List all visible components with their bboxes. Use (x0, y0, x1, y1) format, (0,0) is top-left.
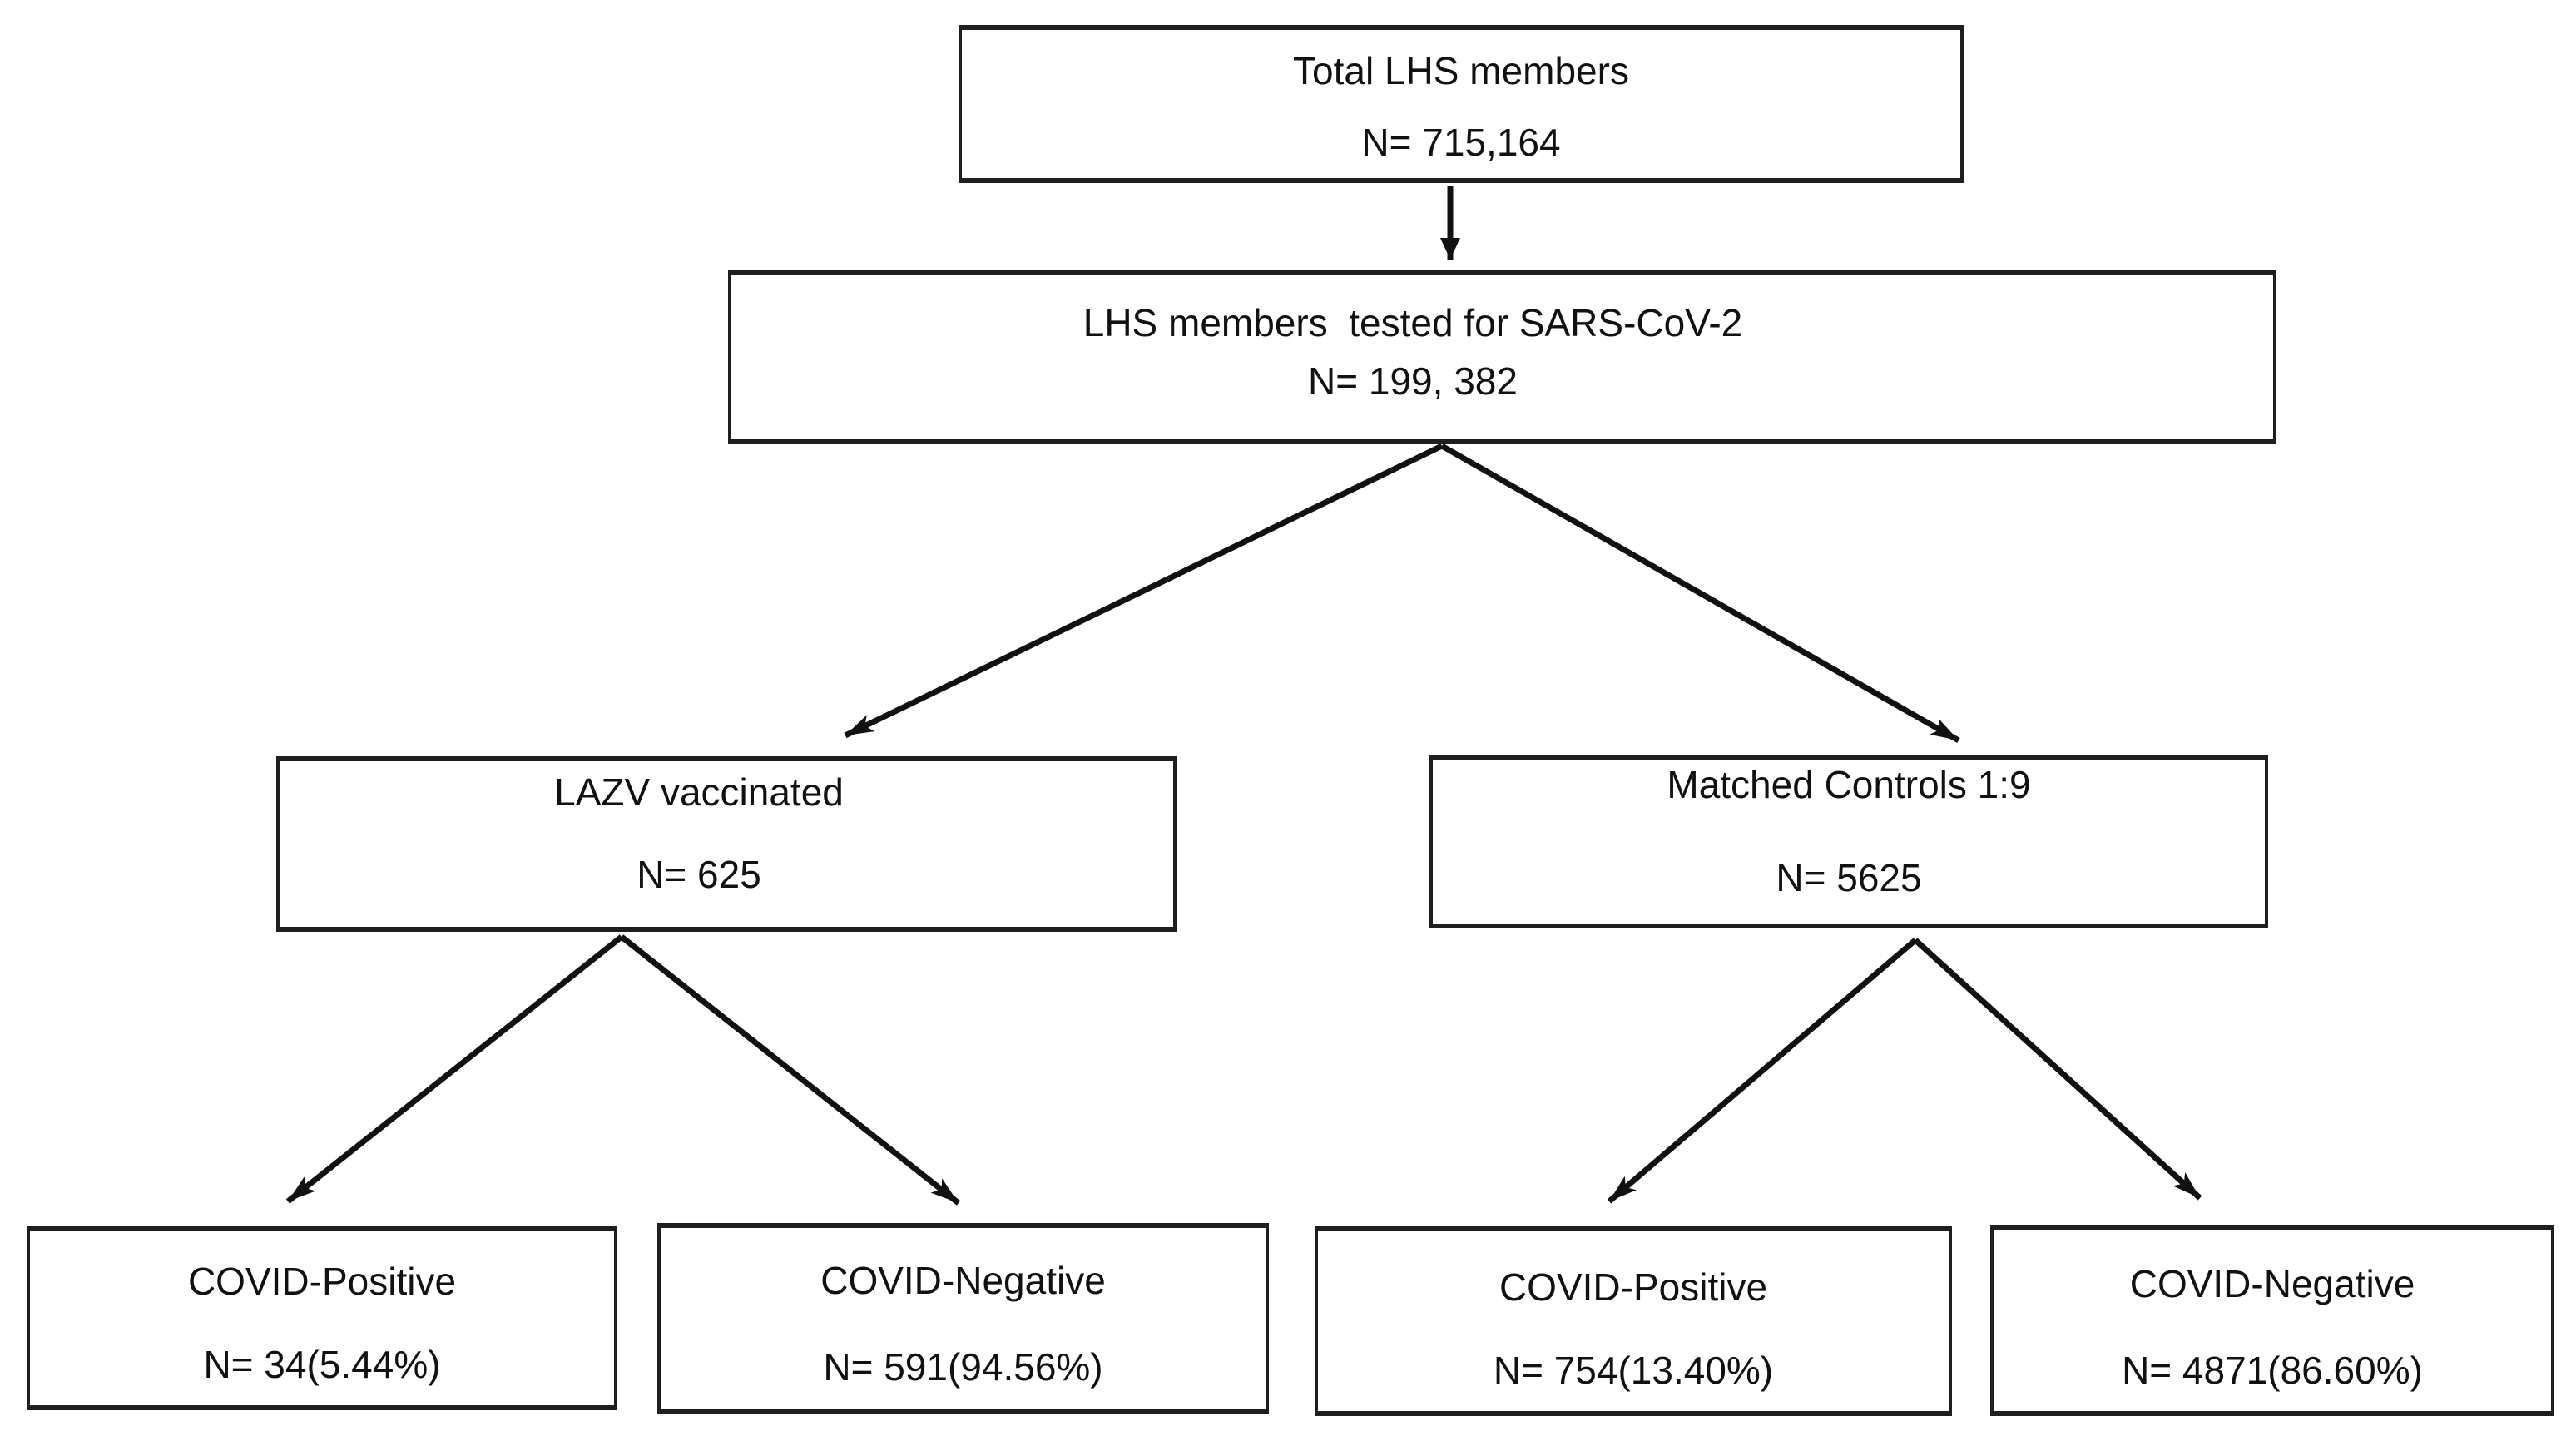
node-count: N= 715,164 (1361, 121, 1561, 164)
arrow-vaccinated-to-covid-positive (285, 934, 624, 1204)
node-total-lhs-members: Total LHS members N= 715,164 (959, 25, 1964, 183)
node-label: Total LHS members (1293, 49, 1629, 92)
node-count: N= 4871(86.60%) (2122, 1349, 2423, 1392)
node-label: COVID-Positive (1499, 1265, 1768, 1309)
node-label: LHS members tested for SARS-CoV-2 (1082, 301, 1743, 344)
node-vaccinated-covid-positive: COVID-Positive N= 34(5.44%) (27, 1226, 617, 1410)
node-matched-controls: Matched Controls 1:9 N= 5625 (1429, 755, 2268, 928)
node-count: N= 5625 (1776, 856, 1922, 899)
node-tested-for-sars-cov-2: LHS members tested for SARS-CoV-2 N= 199… (728, 270, 2276, 444)
node-count: N= 591(94.56%) (823, 1345, 1103, 1389)
node-vaccinated-covid-negative: COVID-Negative N= 591(94.56%) (657, 1223, 1269, 1414)
node-lazv-vaccinated: LAZV vaccinated N= 625 (276, 756, 1177, 932)
arrow-controls-to-covid-positive (1607, 938, 1918, 1204)
arrow-controls-to-covid-negative (1913, 938, 2202, 1201)
node-count: N= 625 (637, 853, 761, 896)
node-label: LAZV vaccinated (554, 770, 844, 814)
node-count: N= 754(13.40%) (1493, 1349, 1774, 1392)
node-label: COVID-Negative (2129, 1262, 2415, 1305)
node-label: Matched Controls 1:9 (1667, 763, 2031, 806)
node-controls-covid-negative: COVID-Negative N= 4871(86.60%) (1990, 1225, 2554, 1416)
arrow-vaccinated-to-covid-negative (619, 934, 961, 1206)
arrow-tested-to-vaccinated (844, 443, 1444, 739)
arrow-tested-to-controls (1440, 443, 1960, 744)
node-label: COVID-Negative (820, 1259, 1106, 1302)
node-controls-covid-positive: COVID-Positive N= 754(13.40%) (1315, 1226, 1952, 1416)
node-label: COVID-Positive (187, 1260, 457, 1303)
node-count: N= 34(5.44%) (203, 1343, 441, 1386)
node-count: N= 199, 382 (1308, 359, 1518, 403)
